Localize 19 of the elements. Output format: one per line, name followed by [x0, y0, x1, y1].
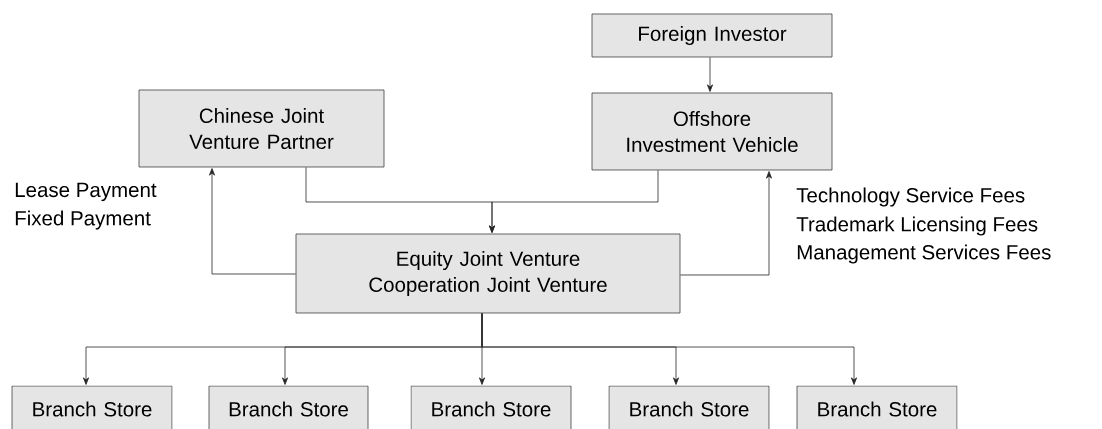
label-text: Lease Payment — [15, 182, 157, 202]
arrow — [209, 168, 296, 275]
label-text: Trademark Licensing Fees — [796, 216, 1038, 236]
process-box: Equity Joint Venture Cooperation Joint Venture — [295, 233, 681, 314]
process-box: Offshore Investment Vehicle — [591, 92, 833, 171]
arrow — [680, 171, 772, 276]
process-box: Chinese Joint Venture Partner — [138, 89, 385, 168]
process-box: Foreign Investor — [591, 13, 833, 58]
process-box: Branch Store — [608, 385, 770, 429]
process-box: Branch Store — [410, 385, 572, 429]
label-text: Technology Service Fees — [796, 187, 1025, 207]
arrow — [707, 57, 713, 92]
process-box: Branch Store — [208, 385, 369, 429]
process-box: Branch Store — [796, 385, 958, 429]
process-box: Branch Store — [11, 385, 173, 429]
label-text: Fixed Payment — [15, 210, 151, 230]
arrow — [489, 170, 659, 233]
arrow — [481, 313, 857, 385]
label-text: Management Services Fees — [797, 244, 1051, 264]
